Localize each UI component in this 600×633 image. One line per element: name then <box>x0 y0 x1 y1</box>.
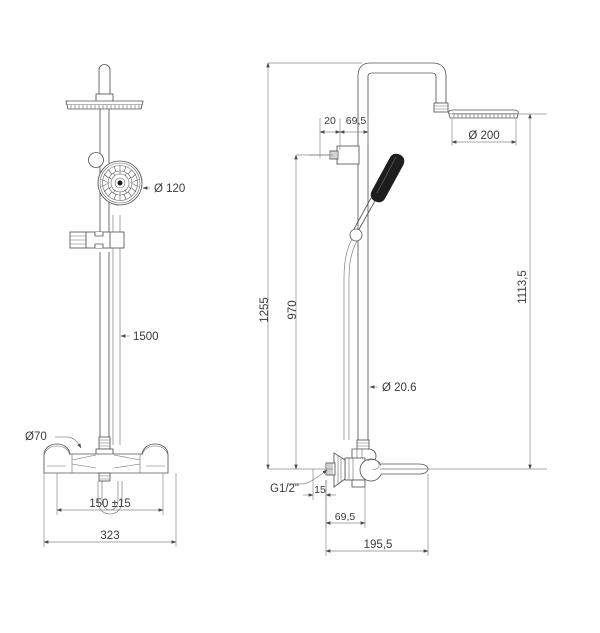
dim-label-inlet-thread: G1/2" <box>270 483 299 495</box>
dim-label-height-970: 970 <box>287 300 299 319</box>
dim-label-projection-1955: 195,5 <box>364 539 393 551</box>
dim-overall-width: 323 <box>43 473 177 547</box>
dim-outlet-centres: 150 ±15 <box>56 473 164 515</box>
dim-label-rainhead-diameter: Ø 200 <box>468 130 499 142</box>
rain-head-nozzles <box>70 105 140 109</box>
dim-label-pipe-diameter: Ø 20.6 <box>382 382 417 394</box>
dim-label-outlet-centres: 150 ±15 <box>89 498 131 510</box>
dim-hand-shower-diameter: Ø 120 <box>142 183 185 195</box>
swan-neck-arm-side <box>357 62 447 110</box>
dim-label-offset-20: 20 <box>324 115 336 127</box>
dim-label-riser-height: 1500 <box>133 331 159 343</box>
side-view-dimensions: 1255 970 1113,5 20 69,5 Ø 200 <box>259 62 547 556</box>
hand-shower-face-front <box>97 160 143 206</box>
dim-label-height-1255: 1255 <box>259 297 271 323</box>
slider-holder-front <box>69 231 125 249</box>
riser-pivot-ring <box>88 152 104 168</box>
dim-height-970: 970 <box>287 154 333 470</box>
dim-inlet-thread: G1/2" <box>270 469 328 495</box>
dim-projection-1955: 195,5 <box>325 474 429 556</box>
dim-label-projection-695: 69,5 <box>335 511 356 523</box>
dim-label-hand-shower-diameter: Ø 120 <box>154 183 185 195</box>
thermostatic-mixer-front <box>43 436 169 482</box>
dim-pipe-diameter: Ø 20.6 <box>369 382 417 394</box>
dim-rainhead-diameter: Ø 200 <box>451 118 517 146</box>
dim-handle-diameter: Ø70 <box>25 431 82 449</box>
dim-height-1113: 1113,5 <box>517 113 532 470</box>
hand-shower-side <box>343 153 405 440</box>
dim-label-overall-width: 323 <box>100 530 119 542</box>
riser-pipe-side <box>357 110 369 440</box>
hand-shower-nozzles <box>101 165 139 201</box>
front-view-group <box>43 64 169 515</box>
side-view-group <box>309 62 519 488</box>
rain-head-side-nozzles <box>453 114 515 118</box>
hand-shower-hose-front <box>112 215 121 445</box>
dim-label-offset-695: 69,5 <box>346 115 367 127</box>
dim-label-wall-gap: 15 <box>314 484 326 496</box>
dim-bracket-offsets: 20 69,5 <box>319 115 369 158</box>
dim-label-handle-diameter: Ø70 <box>25 431 47 443</box>
dim-label-height-1113: 1113,5 <box>517 270 529 303</box>
dim-riser-height: 1500 <box>120 331 159 343</box>
rain-shower-head-front <box>65 64 144 110</box>
dim-height-1255: 1255 <box>259 62 271 470</box>
front-view-dimensions: Ø 120 1500 Ø70 150 ±15 323 <box>25 183 185 547</box>
thermostatic-mixer-side <box>325 439 429 488</box>
